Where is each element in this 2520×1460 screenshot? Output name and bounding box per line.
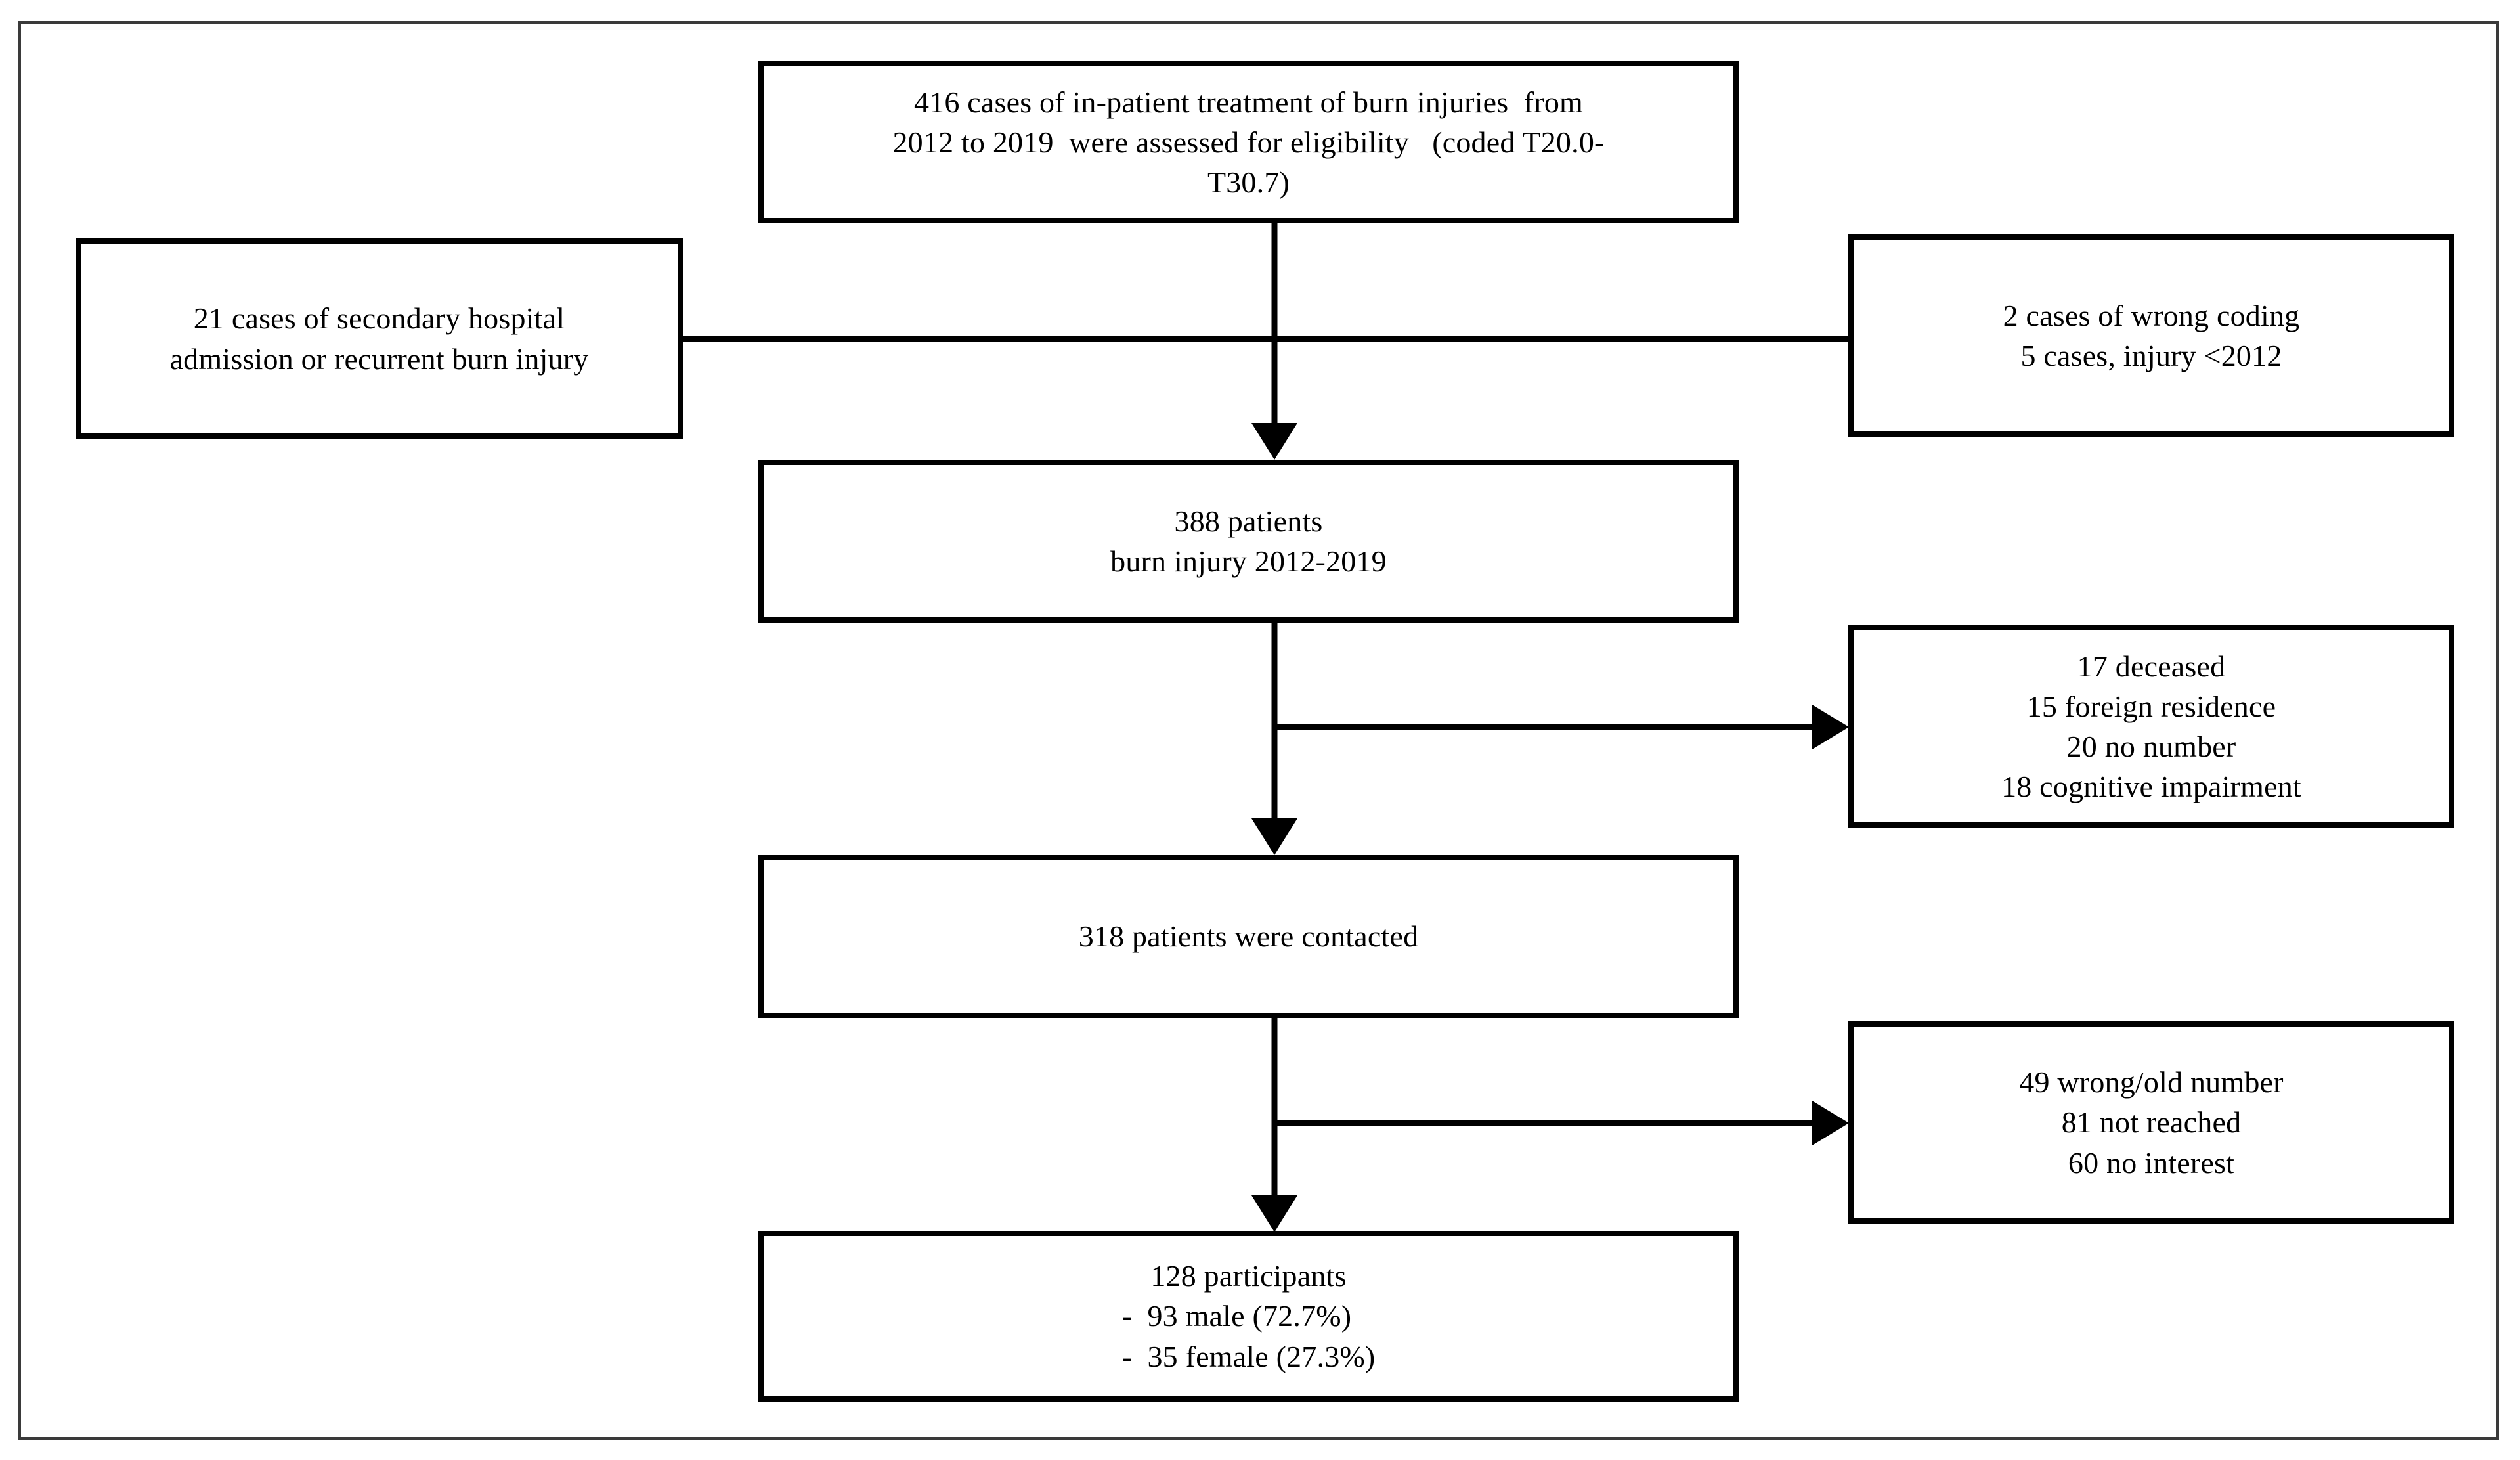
arrowhead-right-to-excluded-right-3 — [1812, 1101, 1849, 1145]
node-box-excluded-right-3[interactable] — [1848, 1021, 2454, 1224]
node-box-excluded-right-2[interactable] — [1848, 625, 2454, 828]
node-box-excluded-right-1[interactable] — [1848, 234, 2454, 437]
node-box-patients-388[interactable] — [758, 460, 1739, 623]
page-frame-border — [18, 21, 2499, 1440]
node-box-contacted-318[interactable] — [758, 855, 1739, 1018]
node-box-excluded-left[interactable] — [76, 238, 683, 439]
node-box-participants-128[interactable] — [758, 1231, 1739, 1402]
arrowhead-down-to-318 — [1251, 818, 1297, 855]
node-box-assessed[interactable] — [758, 61, 1739, 223]
arrowhead-right-to-excluded-right-2 — [1812, 705, 1849, 749]
arrowhead-down-to-128 — [1251, 1195, 1297, 1232]
arrowhead-down-to-388 — [1251, 423, 1297, 460]
